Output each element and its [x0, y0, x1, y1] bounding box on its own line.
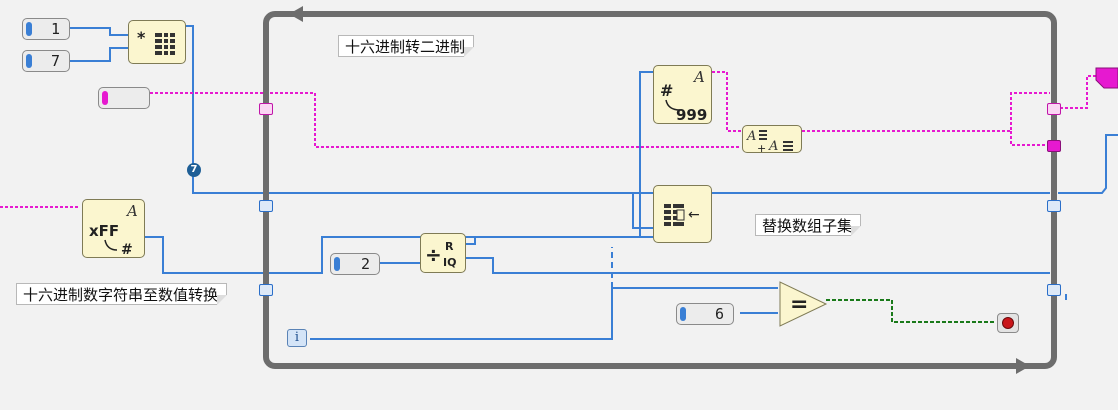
svg-text:A: A: [768, 139, 778, 154]
svg-text:←: ←: [688, 207, 700, 223]
svg-text:A: A: [125, 202, 138, 220]
wire-shift-back: [1010, 131, 1050, 146]
svg-text:IQ: IQ: [443, 256, 456, 269]
array-size-badge: 7: [187, 163, 201, 177]
concatenate-strings-node[interactable]: A + A: [742, 125, 802, 155]
initialize-array-icon: *: [137, 28, 175, 55]
numeric-bar: [680, 307, 686, 321]
while-loop-frame[interactable]: [263, 11, 1057, 369]
wire-const1-init: [70, 27, 128, 36]
stop-icon: [1002, 317, 1014, 329]
svg-text:÷: ÷: [425, 243, 442, 267]
string-control[interactable]: [98, 87, 150, 109]
equal-node[interactable]: [779, 281, 828, 327]
tunnel-array-right[interactable]: [1047, 200, 1061, 212]
loop-arrow-bottom: [1016, 358, 1030, 374]
string-output-indicator[interactable]: [1095, 67, 1118, 89]
loop-arrow-top: [289, 6, 303, 22]
numeric-bar: [26, 22, 32, 36]
wire-shift-out: [1060, 75, 1096, 109]
svg-text:#: #: [121, 242, 133, 258]
svg-text:R: R: [445, 240, 454, 253]
svg-text:A: A: [692, 68, 705, 86]
tunnel-remainder-right[interactable]: [1047, 284, 1061, 296]
wire-hex-num-out: [145, 71, 653, 274]
wire-qr-remainder: [466, 257, 1050, 274]
svg-text:A: A: [746, 129, 756, 144]
tunnel-array-left[interactable]: [259, 200, 273, 212]
constant-6[interactable]: 6: [676, 303, 734, 325]
constant-2-value: 2: [360, 255, 370, 273]
shift-register-right[interactable]: [1047, 103, 1061, 115]
label-replace-array-subset: 替换数组子集: [755, 214, 862, 236]
concatenate-strings-icon: A + A: [746, 129, 793, 155]
wire-qr-quotient: [466, 237, 476, 245]
hex-string-to-number-icon: A xFF #: [89, 202, 138, 258]
label-hex-to-binary: 十六进制转二进制: [338, 35, 475, 57]
svg-text:*: *: [137, 28, 146, 47]
iteration-terminal[interactable]: i: [287, 329, 307, 347]
constant-1[interactable]: 1: [22, 18, 70, 40]
stop-condition[interactable]: [997, 313, 1019, 333]
wire-array-tunnel: [186, 25, 1050, 194]
svg-text:+: +: [757, 142, 766, 154]
constant-6-value: 6: [714, 305, 724, 323]
hex-string-to-number-node[interactable]: A xFF #: [82, 199, 145, 258]
number-to-string-node[interactable]: A # 999: [653, 65, 712, 124]
wire-bool: [826, 299, 996, 323]
constant-7-value: 7: [50, 52, 60, 70]
tunnel-hexnum-left[interactable]: [259, 284, 273, 296]
string-bar: [102, 91, 108, 105]
wire-const7-init: [70, 47, 128, 62]
numeric-bar: [26, 54, 32, 68]
replace-array-subset-node[interactable]: ←: [653, 185, 712, 243]
number-to-string-icon: A # 999: [660, 68, 707, 124]
constant-2[interactable]: 2: [330, 253, 380, 275]
wire-num2str: [712, 71, 742, 132]
svg-text:#: #: [660, 81, 673, 100]
equal-symbol: =: [790, 292, 808, 317]
wire-array-out: [1058, 134, 1118, 194]
quotient-remainder-node[interactable]: ÷ R IQ: [420, 233, 466, 273]
initialize-array-node[interactable]: *: [128, 20, 186, 64]
string-tunnel-right[interactable]: [1047, 140, 1061, 152]
constant-7[interactable]: 7: [22, 50, 70, 72]
wire-string-in: [150, 92, 740, 148]
label-hex-string-to-number: 十六进制数字符串至数值转换: [16, 283, 228, 305]
svg-text:999: 999: [676, 106, 707, 124]
quotient-remainder-icon: ÷ R IQ: [425, 240, 456, 269]
wire-concat-out: [802, 92, 1050, 132]
wire-array-in: [632, 193, 653, 229]
svg-text:xFF: xFF: [89, 222, 119, 240]
constant-1-value: 1: [50, 20, 60, 38]
wire-iter: [310, 287, 778, 340]
replace-array-subset-icon: ←: [664, 204, 700, 226]
numeric-bar: [334, 257, 340, 271]
shift-register-left[interactable]: [259, 103, 273, 115]
